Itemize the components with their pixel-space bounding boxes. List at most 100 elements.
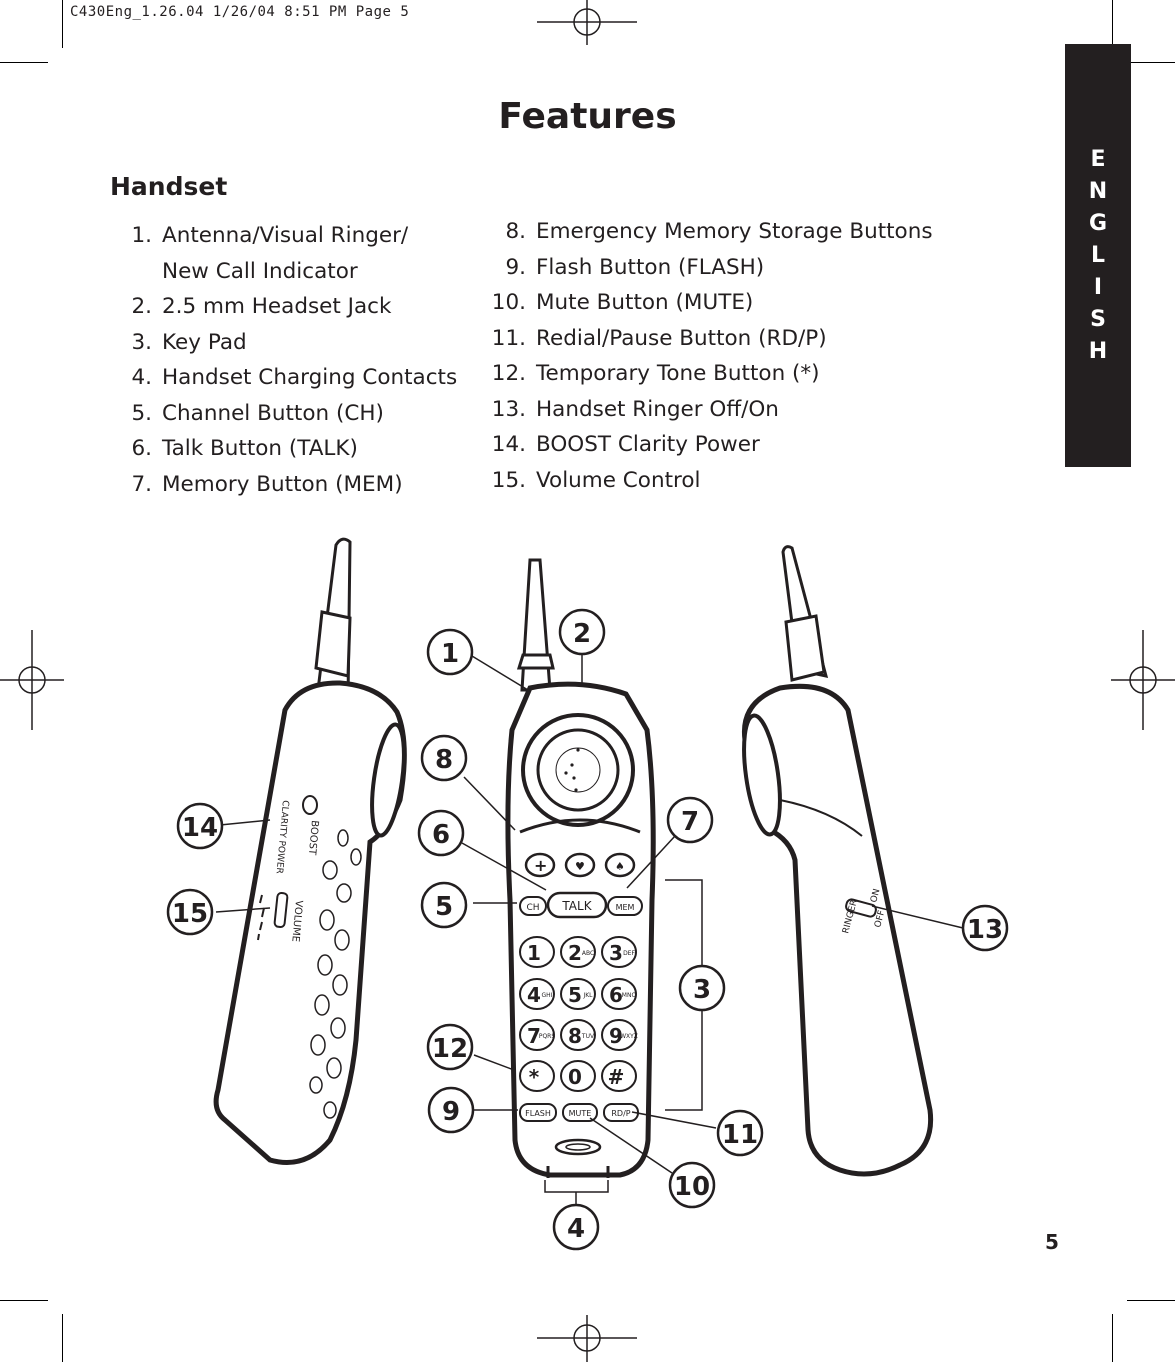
feature-list-right: 8.Emergency Memory Storage Buttons 9.Fla… — [484, 214, 944, 498]
key-digit: 1 — [527, 941, 541, 965]
key-letters: ABC — [582, 950, 594, 957]
list-item: 7.Memory Button (MEM) — [131, 471, 403, 497]
list-item: 10.Mute Button (MUTE) — [491, 290, 754, 315]
keypad-key: # — [601, 1060, 637, 1092]
tab-letter: H — [1088, 339, 1108, 364]
page-number: 5 — [1045, 1230, 1059, 1254]
list-item: 12.Temporary Tone Button (*) — [491, 361, 820, 386]
tab-letter: G — [1088, 211, 1108, 236]
callout-9: 9 — [427, 1086, 475, 1134]
key-letters: TUV — [581, 1033, 595, 1040]
handset-left-side: BOOST CLARITY POWER VOLUME — [213, 537, 407, 1165]
keypad-key: 0 — [560, 1060, 596, 1092]
crop-mark — [1127, 1300, 1175, 1301]
ringer-on-label: ON — [869, 888, 882, 904]
feature-list-left: 1.Antenna/Visual Ringer/New Call Indicat… — [110, 218, 470, 502]
tab-letter: L — [1090, 243, 1106, 268]
key-digit: # — [608, 1065, 625, 1089]
key-digit: 5 — [568, 983, 582, 1007]
volume-label: VOLUME — [289, 900, 304, 943]
ch-key-label: CH — [526, 903, 539, 913]
tab-letter: N — [1088, 179, 1108, 204]
keypad-key: 1 — [519, 936, 555, 968]
key-digit: 9 — [609, 1024, 623, 1048]
talk-key-label: TALK — [561, 899, 592, 913]
crop-mark — [1112, 0, 1113, 48]
svg-text:13: 13 — [967, 915, 1003, 945]
tab-letter: S — [1090, 307, 1106, 332]
callout-13: 13 — [961, 904, 1009, 952]
svg-text:4: 4 — [567, 1214, 585, 1244]
rdp-key-label: RD/P — [611, 1109, 630, 1118]
key-digit: 2 — [568, 941, 582, 965]
svg-text:14: 14 — [182, 813, 218, 843]
svg-text:5: 5 — [435, 892, 453, 922]
key-digit: 0 — [568, 1065, 582, 1089]
list-item: 4.Handset Charging Contacts — [131, 365, 458, 390]
callout-15: 15 — [166, 888, 214, 936]
key-digit: 6 — [609, 983, 623, 1007]
key-digit: * — [529, 1065, 540, 1089]
ringer-off-label: OFF — [873, 909, 887, 928]
svg-text:12: 12 — [432, 1034, 468, 1064]
svg-text:7: 7 — [681, 807, 699, 837]
callout-3: 3 — [678, 964, 726, 1012]
handset-right-back: RINGER OFF ON — [741, 545, 934, 1177]
key-digit: 7 — [527, 1024, 541, 1048]
svg-text:10: 10 — [674, 1172, 710, 1202]
mem-key-label: MEM — [616, 903, 635, 912]
callout-5: 5 — [420, 881, 468, 929]
crop-mark — [62, 0, 63, 48]
svg-text:+: + — [534, 856, 547, 875]
mute-key-label: MUTE — [569, 1109, 592, 1118]
key-digit: 8 — [568, 1024, 582, 1048]
crop-mark — [1112, 1314, 1113, 1362]
svg-text:8: 8 — [435, 745, 453, 775]
list-item: 13.Handset Ringer Off/On — [491, 396, 779, 422]
svg-text:6: 6 — [432, 820, 450, 850]
tab-letter: I — [1093, 275, 1103, 300]
key-letters: PQRS — [539, 1033, 556, 1040]
list-item: 2.2.5 mm Headset Jack — [131, 294, 392, 319]
keypad-key: * — [519, 1060, 555, 1092]
svg-text:♠: ♠ — [615, 860, 625, 873]
boost-label: BOOST — [306, 820, 320, 857]
callout-1: 1 — [426, 628, 474, 676]
key-letters: GHI — [542, 992, 553, 999]
key-letters: DEF — [623, 950, 635, 957]
list-item: 9.Flash Button (FLASH) — [505, 254, 765, 280]
key-digit: 3 — [609, 941, 623, 965]
tab-letter: E — [1090, 147, 1106, 172]
crop-mark — [1127, 62, 1175, 63]
callout-2: 2 — [558, 608, 606, 656]
crop-mark — [0, 62, 48, 63]
crop-mark — [62, 1314, 63, 1362]
list-item: 8.Emergency Memory Storage Buttons — [505, 219, 933, 244]
list-item: 5.Channel Button (CH) — [131, 400, 384, 426]
svg-text:3: 3 — [693, 975, 711, 1005]
section-title: Handset — [110, 172, 228, 201]
crop-mark — [0, 1300, 48, 1301]
svg-text:9: 9 — [442, 1097, 460, 1127]
callout-12: 12 — [426, 1023, 474, 1071]
callout-4: 4 — [552, 1203, 600, 1251]
list-item: 15.Volume Control — [491, 467, 701, 493]
key-letters: JKL — [582, 992, 593, 999]
callout-leaders — [215, 655, 964, 1210]
list-item: 3.Key Pad — [131, 329, 247, 355]
svg-text:15: 15 — [172, 899, 208, 929]
callout-14: 14 — [176, 802, 224, 850]
